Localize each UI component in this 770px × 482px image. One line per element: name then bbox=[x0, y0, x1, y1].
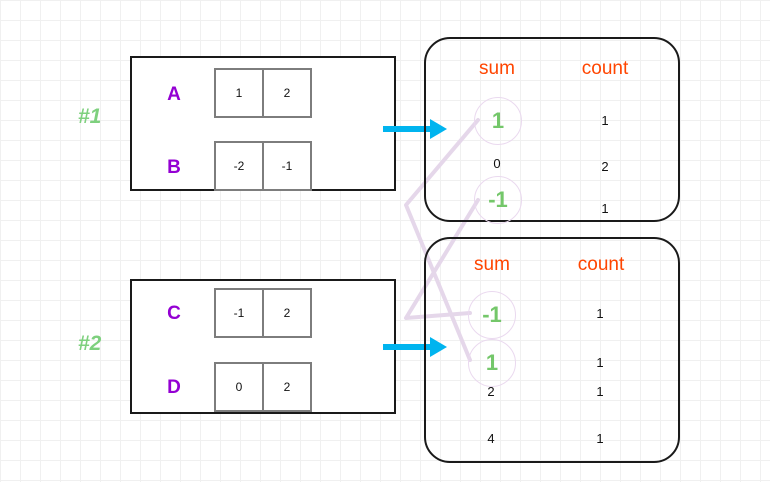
panel2-count-0: 1 bbox=[596, 306, 604, 321]
cell-b-1: -1 bbox=[262, 141, 312, 191]
row-cells-a: 1 2 bbox=[214, 68, 312, 118]
row-letter-c: C bbox=[167, 303, 181, 324]
cell-d-1: 2 bbox=[262, 362, 312, 412]
panel1-sum-0: 1 bbox=[474, 97, 522, 145]
row-cells-d: 0 2 bbox=[214, 362, 312, 412]
panel2-sum-0: -1 bbox=[468, 291, 516, 339]
panel1-count-2: 1 bbox=[601, 201, 609, 216]
row-letter-a: A bbox=[167, 84, 181, 105]
panel2-sum-1: 1 bbox=[468, 339, 516, 387]
cell-b-0: -2 bbox=[214, 141, 264, 191]
panel2-count-2: 1 bbox=[596, 384, 604, 399]
group-label-2: #2 bbox=[78, 332, 102, 355]
cell-a-0: 1 bbox=[214, 68, 264, 118]
panel2-header-count: count bbox=[577, 254, 625, 275]
row-letter-b: B bbox=[167, 157, 181, 178]
cell-a-1: 2 bbox=[262, 68, 312, 118]
row-cells-b: -2 -1 bbox=[214, 141, 312, 191]
panel1-header-count: count bbox=[581, 58, 629, 79]
panel1-count-0: 1 bbox=[601, 113, 609, 128]
row-letter-d: D bbox=[167, 377, 181, 398]
cell-c-1: 2 bbox=[262, 288, 312, 338]
panel2-count-1: 1 bbox=[596, 355, 604, 370]
row-cells-c: -1 2 bbox=[214, 288, 312, 338]
panel1-count-1: 2 bbox=[601, 159, 609, 174]
panel2-header-sum: sum bbox=[474, 254, 510, 275]
panel1-sum-2: -1 bbox=[474, 176, 522, 224]
panel2-sum-2: 2 bbox=[487, 384, 495, 399]
group-label-1: #1 bbox=[78, 105, 102, 128]
cell-c-0: -1 bbox=[214, 288, 264, 338]
panel1-sum-1: 0 bbox=[493, 156, 501, 171]
panel2-count-3: 1 bbox=[596, 431, 604, 446]
panel-partition-1 bbox=[424, 37, 680, 222]
panel1-header-sum: sum bbox=[479, 58, 515, 79]
panel2-sum-3: 4 bbox=[487, 431, 495, 446]
cell-d-0: 0 bbox=[214, 362, 264, 412]
panel-partition-2 bbox=[424, 237, 680, 463]
